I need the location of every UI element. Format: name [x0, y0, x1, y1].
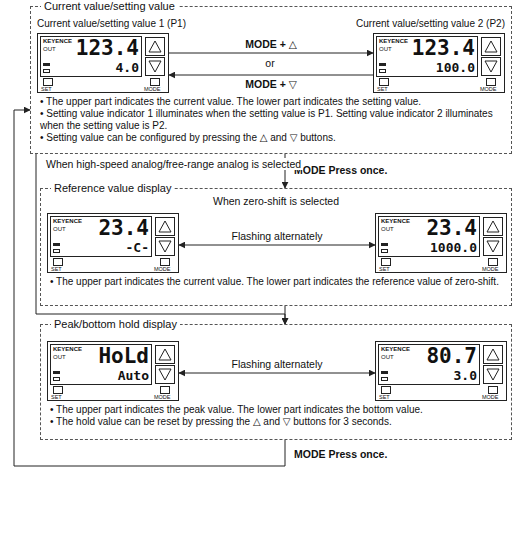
bullet-note: • Setting value can be configured by pre…: [40, 132, 506, 144]
display-text: KEYENCE: [381, 218, 410, 225]
display-text: OUT: [43, 46, 56, 53]
display-text: 23.4: [98, 217, 149, 239]
display-unit: KEYENCEOUT HoLdAutoSET MODE: [47, 341, 179, 401]
or-text: or: [263, 57, 276, 69]
display-text: 100.0: [436, 61, 475, 75]
display-text: OUT: [381, 354, 394, 361]
edge-label: When high-speed analog/free-range analog…: [44, 158, 303, 170]
display-text: MODE: [154, 266, 171, 272]
edge-label: Flashing alternately: [229, 358, 324, 370]
bullet-note: • The upper part indicates the peak valu…: [50, 404, 506, 416]
display-text: KEYENCE: [53, 346, 82, 353]
display-unit: KEYENCEOUT 80.7 3.0SET MODE: [375, 341, 507, 401]
display-text: 4.0: [116, 61, 139, 75]
section-note: When zero-shift is selected: [41, 195, 511, 207]
display-text: OUT: [53, 354, 66, 361]
display-text: MODE: [144, 86, 161, 92]
bullet-note: • The hold value can be reset by pressin…: [50, 416, 506, 428]
display-text: HoLd: [98, 345, 149, 367]
edge-label: MODE Press once.: [292, 448, 389, 460]
display-text: SET: [51, 266, 62, 272]
bullet-note: • Setting value indicator 1 illuminates …: [40, 108, 506, 132]
display-text: MODE: [482, 266, 499, 272]
display-text: SET: [377, 86, 388, 92]
display-text: 1000.0: [430, 241, 477, 255]
note-group: • The upper part indicates the peak valu…: [50, 404, 506, 428]
display-text: KEYENCE: [379, 38, 408, 45]
display-text: MODE: [480, 86, 497, 92]
display-text: 123.4: [76, 37, 139, 59]
connector-arrow: [179, 245, 375, 246]
display-text: MODE: [482, 394, 499, 400]
edge-label: MODE Press once.: [292, 164, 389, 176]
display-text: OUT: [379, 46, 392, 53]
display-text: -C-: [126, 241, 149, 255]
display-text: 123.4: [412, 37, 475, 59]
display-unit: Current value/setting value 1 (P1)KEYENC…: [37, 33, 169, 93]
connector-arrow: [179, 373, 375, 374]
display-caption: Current value/setting value 2 (P2): [356, 18, 505, 30]
display-text: MODE: [154, 394, 171, 400]
connector-arrow: [285, 306, 286, 324]
connector-arrow: [169, 53, 373, 54]
display-text: OUT: [381, 226, 394, 233]
display-text: SET: [51, 394, 62, 400]
display-text: KEYENCE: [43, 38, 72, 45]
display-text: 80.7: [426, 345, 477, 367]
edge-label: Flashing alternately: [229, 230, 324, 242]
display-text: KEYENCE: [53, 218, 82, 225]
note-group: • The upper part indicates the current v…: [40, 96, 506, 144]
display-text: 23.4: [426, 217, 477, 239]
section-heading: Reference value display: [51, 182, 174, 195]
display-unit: KEYENCEOUT 23.4 1000.0SET MODE: [375, 213, 507, 273]
section-heading: Current value/setting value: [41, 0, 178, 13]
display-unit: KEYENCEOUT 23.4 -C- SET MODE: [47, 213, 179, 273]
edge-label: MODE + △: [243, 38, 299, 50]
note-group: • The upper part indicates the current v…: [50, 276, 506, 288]
display-text: SET: [41, 86, 52, 92]
display-text: OUT: [53, 226, 66, 233]
display-caption: Current value/setting value 1 (P1): [37, 18, 186, 30]
bullet-note: • The upper part indicates the current v…: [50, 276, 506, 288]
display-text: SET: [379, 266, 390, 272]
display-text: KEYENCE: [381, 346, 410, 353]
connector-arrow: [169, 75, 373, 76]
display-text: Auto: [118, 369, 149, 383]
section-heading: Peak/bottom hold display: [51, 318, 180, 331]
edge-label: MODE + ▽: [243, 78, 299, 90]
display-text: 3.0: [454, 369, 477, 383]
display-unit: Current value/setting value 2 (P2)KEYENC…: [373, 33, 505, 93]
bullet-note: • The upper part indicates the current v…: [40, 96, 506, 108]
dashed-section: Reference value displayWhen zero-shift i…: [40, 188, 512, 306]
display-text: SET: [379, 394, 390, 400]
